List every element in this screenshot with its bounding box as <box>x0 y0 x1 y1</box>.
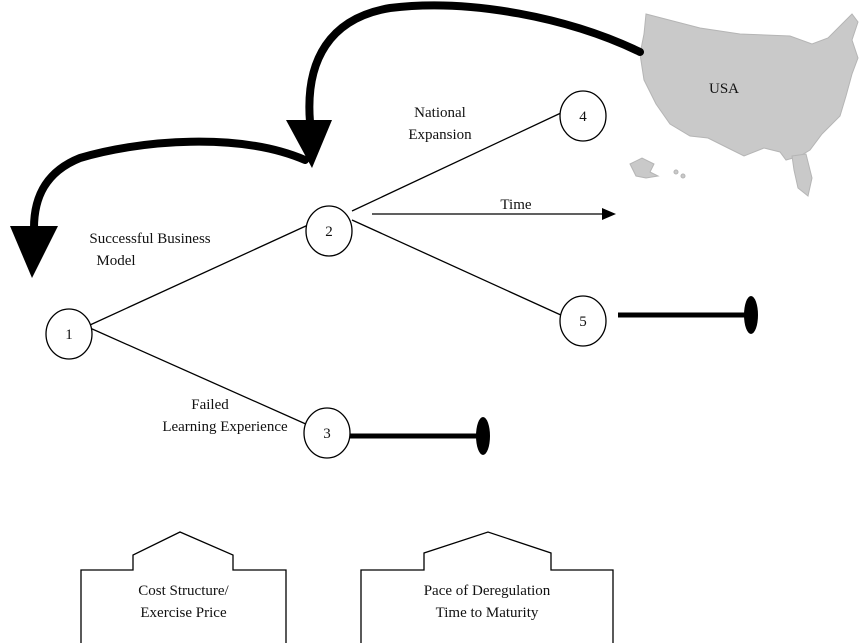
svg-text:2: 2 <box>325 224 333 240</box>
box-right-line-1: Pace of Deregulation <box>423 583 551 599</box>
time-arrow <box>372 208 616 220</box>
edge-2-5 <box>351 219 564 317</box>
time-label: Time <box>500 197 532 213</box>
branch-label-success-1: Successful Business <box>89 231 211 247</box>
branch-label-national-2: Expansion <box>408 127 472 143</box>
svg-text:4: 4 <box>579 109 587 125</box>
florida-shape <box>791 153 813 197</box>
box-right-shape <box>360 531 614 643</box>
node-4: 4 <box>559 90 607 142</box>
hawaii-dot <box>673 169 679 175</box>
branch-label-success-2: Model <box>96 253 136 269</box>
node-5: 5 <box>559 295 607 347</box>
map-label-usa: USA <box>708 81 739 97</box>
alaska-shape <box>629 157 660 179</box>
edge-1-2 <box>89 224 309 326</box>
edge-1-3 <box>89 327 309 426</box>
branch-label-failed-2: Learning Experience <box>162 419 288 435</box>
node-2: 2 <box>305 205 353 257</box>
terminate-bar-3 <box>350 417 490 455</box>
box-left-line-2: Exercise Price <box>140 605 227 621</box>
box-right-line-2: Time to Maturity <box>435 605 539 621</box>
branch-label-national-1: National <box>414 105 466 121</box>
branch-label-failed-1: Failed <box>191 397 229 413</box>
node-1: 1 <box>45 308 93 360</box>
box-left-shape <box>80 531 287 643</box>
node-3: 3 <box>303 407 351 459</box>
edge-2-4 <box>351 111 564 212</box>
svg-text:5: 5 <box>579 314 587 330</box>
usa-map <box>629 13 859 197</box>
terminate-bar-5 <box>618 296 758 334</box>
curved-arrow-usa-to-2 <box>286 1 644 168</box>
svg-text:1: 1 <box>65 327 73 343</box>
svg-text:3: 3 <box>323 426 331 442</box>
curved-arrow-2-to-1 <box>10 137 309 278</box>
usa-mainland-shape <box>639 13 859 161</box>
hawaii-dot <box>680 173 686 179</box>
box-left-line-1: Cost Structure/ <box>138 583 229 599</box>
